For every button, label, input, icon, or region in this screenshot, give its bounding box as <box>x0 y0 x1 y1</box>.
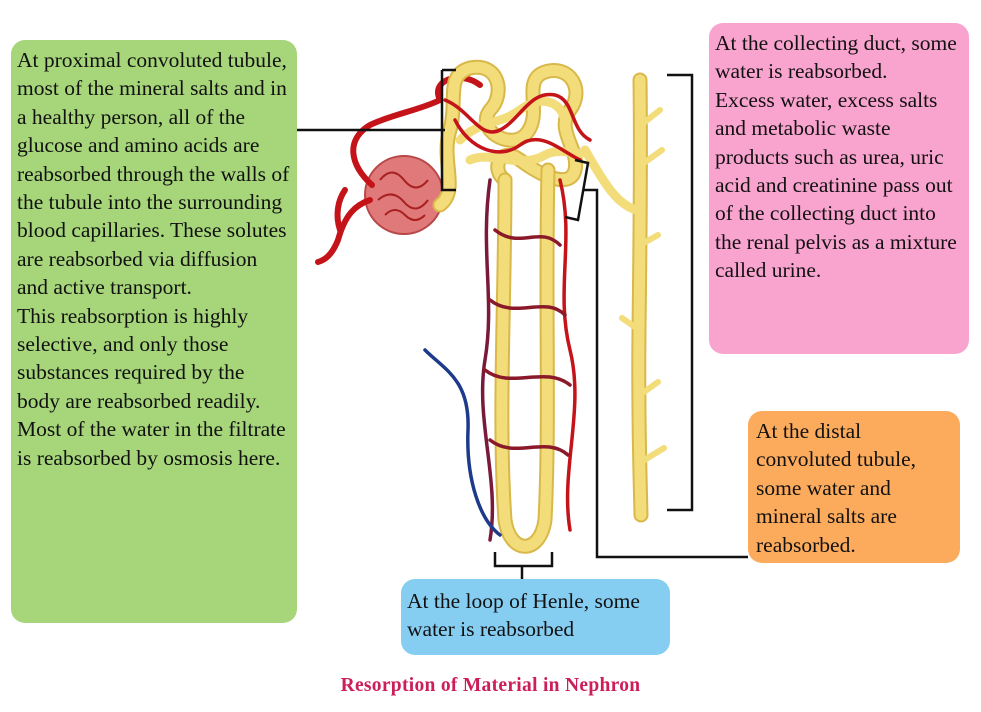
leader-lines <box>297 68 748 579</box>
proximal-text-2: This reabsorption is highly selective, a… <box>17 303 261 413</box>
collecting-text-2: Excess water, excess salts and metabolic… <box>715 87 957 283</box>
loop-of-henle <box>494 162 556 554</box>
loop-text: At the loop of Henle, some water is reab… <box>407 589 640 642</box>
arterioles <box>315 74 483 265</box>
glomerulus <box>364 155 444 235</box>
collecting-duct <box>580 72 667 523</box>
loop-of-henle-callout: At the loop of Henle, some water is reab… <box>401 579 670 655</box>
distal-tubule-callout: At the distal convoluted tubule, some wa… <box>748 411 960 563</box>
distal-text: At the distal convoluted tubule, some wa… <box>756 419 917 557</box>
collecting-duct-callout: At the collecting duct, some water is re… <box>709 23 969 354</box>
convoluted-tubules <box>432 59 590 213</box>
proximal-tubule-callout: At proximal convoluted tubule, most of t… <box>11 40 297 623</box>
peritubular-capillaries <box>423 92 592 542</box>
collecting-text-1: At the collecting duct, some water is re… <box>715 31 957 84</box>
proximal-text-3: Most of the water in the filtrate is rea… <box>17 417 286 470</box>
figure-caption: Resorption of Material in Nephron <box>340 675 641 696</box>
proximal-text-1: At proximal convoluted tubule, most of t… <box>17 48 290 300</box>
